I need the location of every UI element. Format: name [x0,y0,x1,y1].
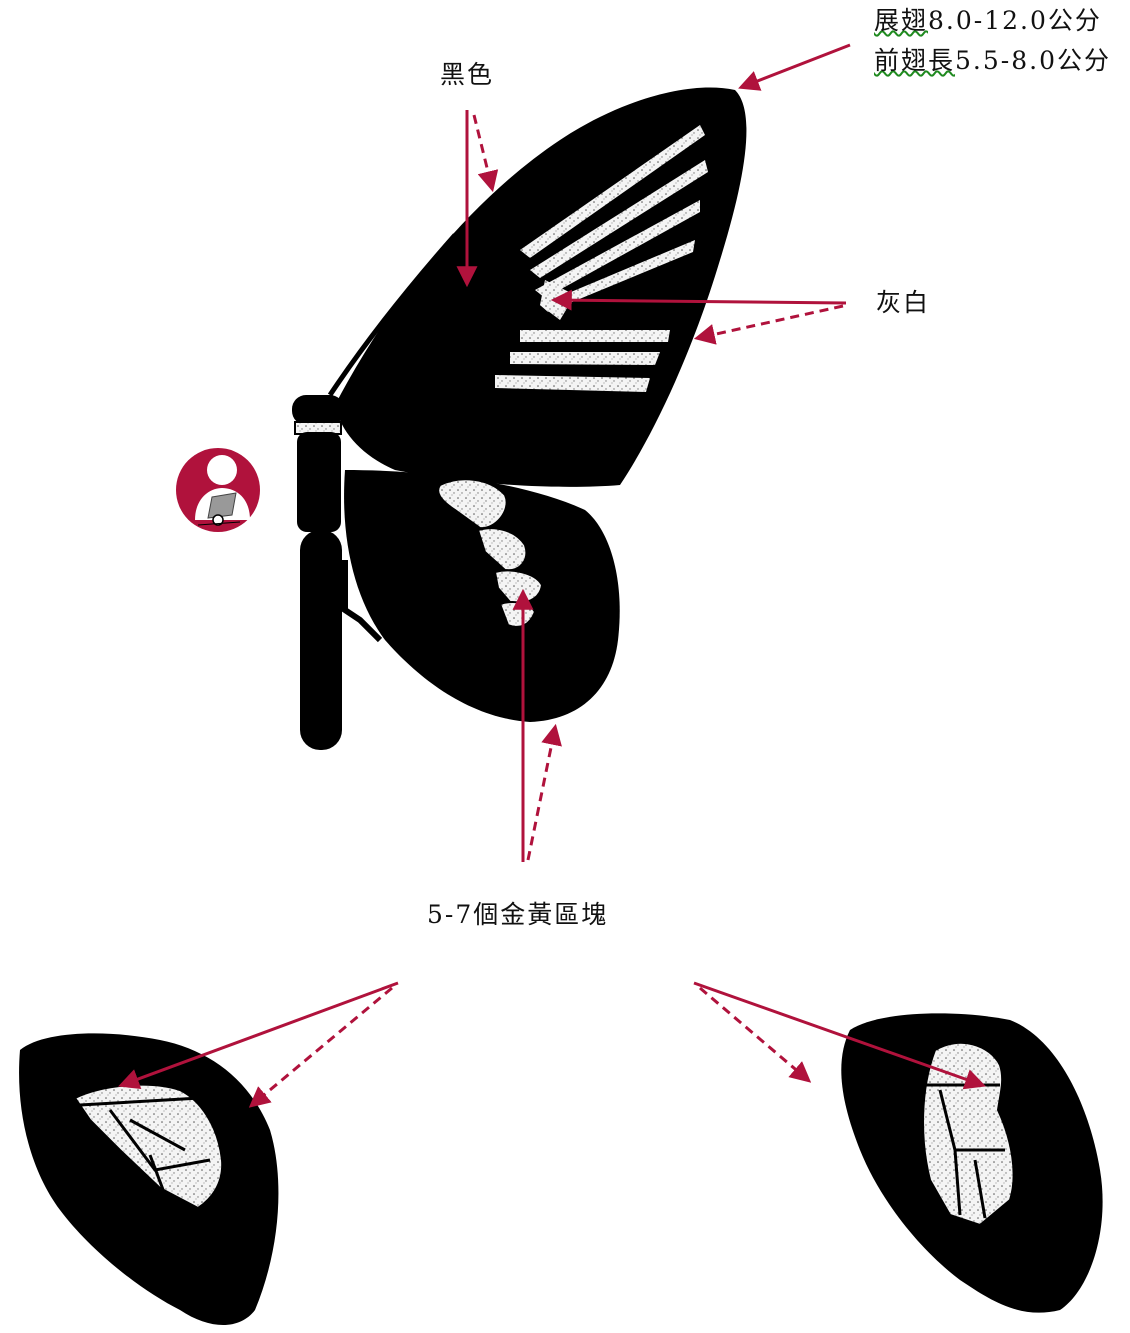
gold-patches-label: 5-7個金黃區塊 [427,900,608,930]
forewing-prefix: 前翅長 [874,46,955,75]
gray-white-label: 灰白 [876,288,930,318]
body [292,395,344,750]
black-label: 黑色 [440,60,494,90]
wingspan-arrow [742,45,850,87]
butterfly-main [292,87,746,750]
forewing-label: 前翅長5.5-8.0公分 [874,46,1111,76]
forewing-value: 5.5-8.0公分 [955,46,1111,75]
black-arrow-dashed [474,115,492,188]
left-wing-arrow-solid [122,983,398,1085]
right-wing-arrow-dashed [700,988,808,1080]
left-wing-arrow-dashed [252,988,392,1105]
wingspan-label: 展翅8.0-12.0公分 [874,6,1102,36]
wingspan-value: 8.0-12.0公分 [928,6,1102,35]
observer-badge-icon [176,448,260,532]
wing-detail-right [841,1013,1102,1312]
gold-arrow-dashed [528,728,555,860]
wingspan-prefix: 展翅 [874,6,928,35]
wing-detail-left [19,1033,278,1325]
gray-arrow-dashed [698,306,843,338]
